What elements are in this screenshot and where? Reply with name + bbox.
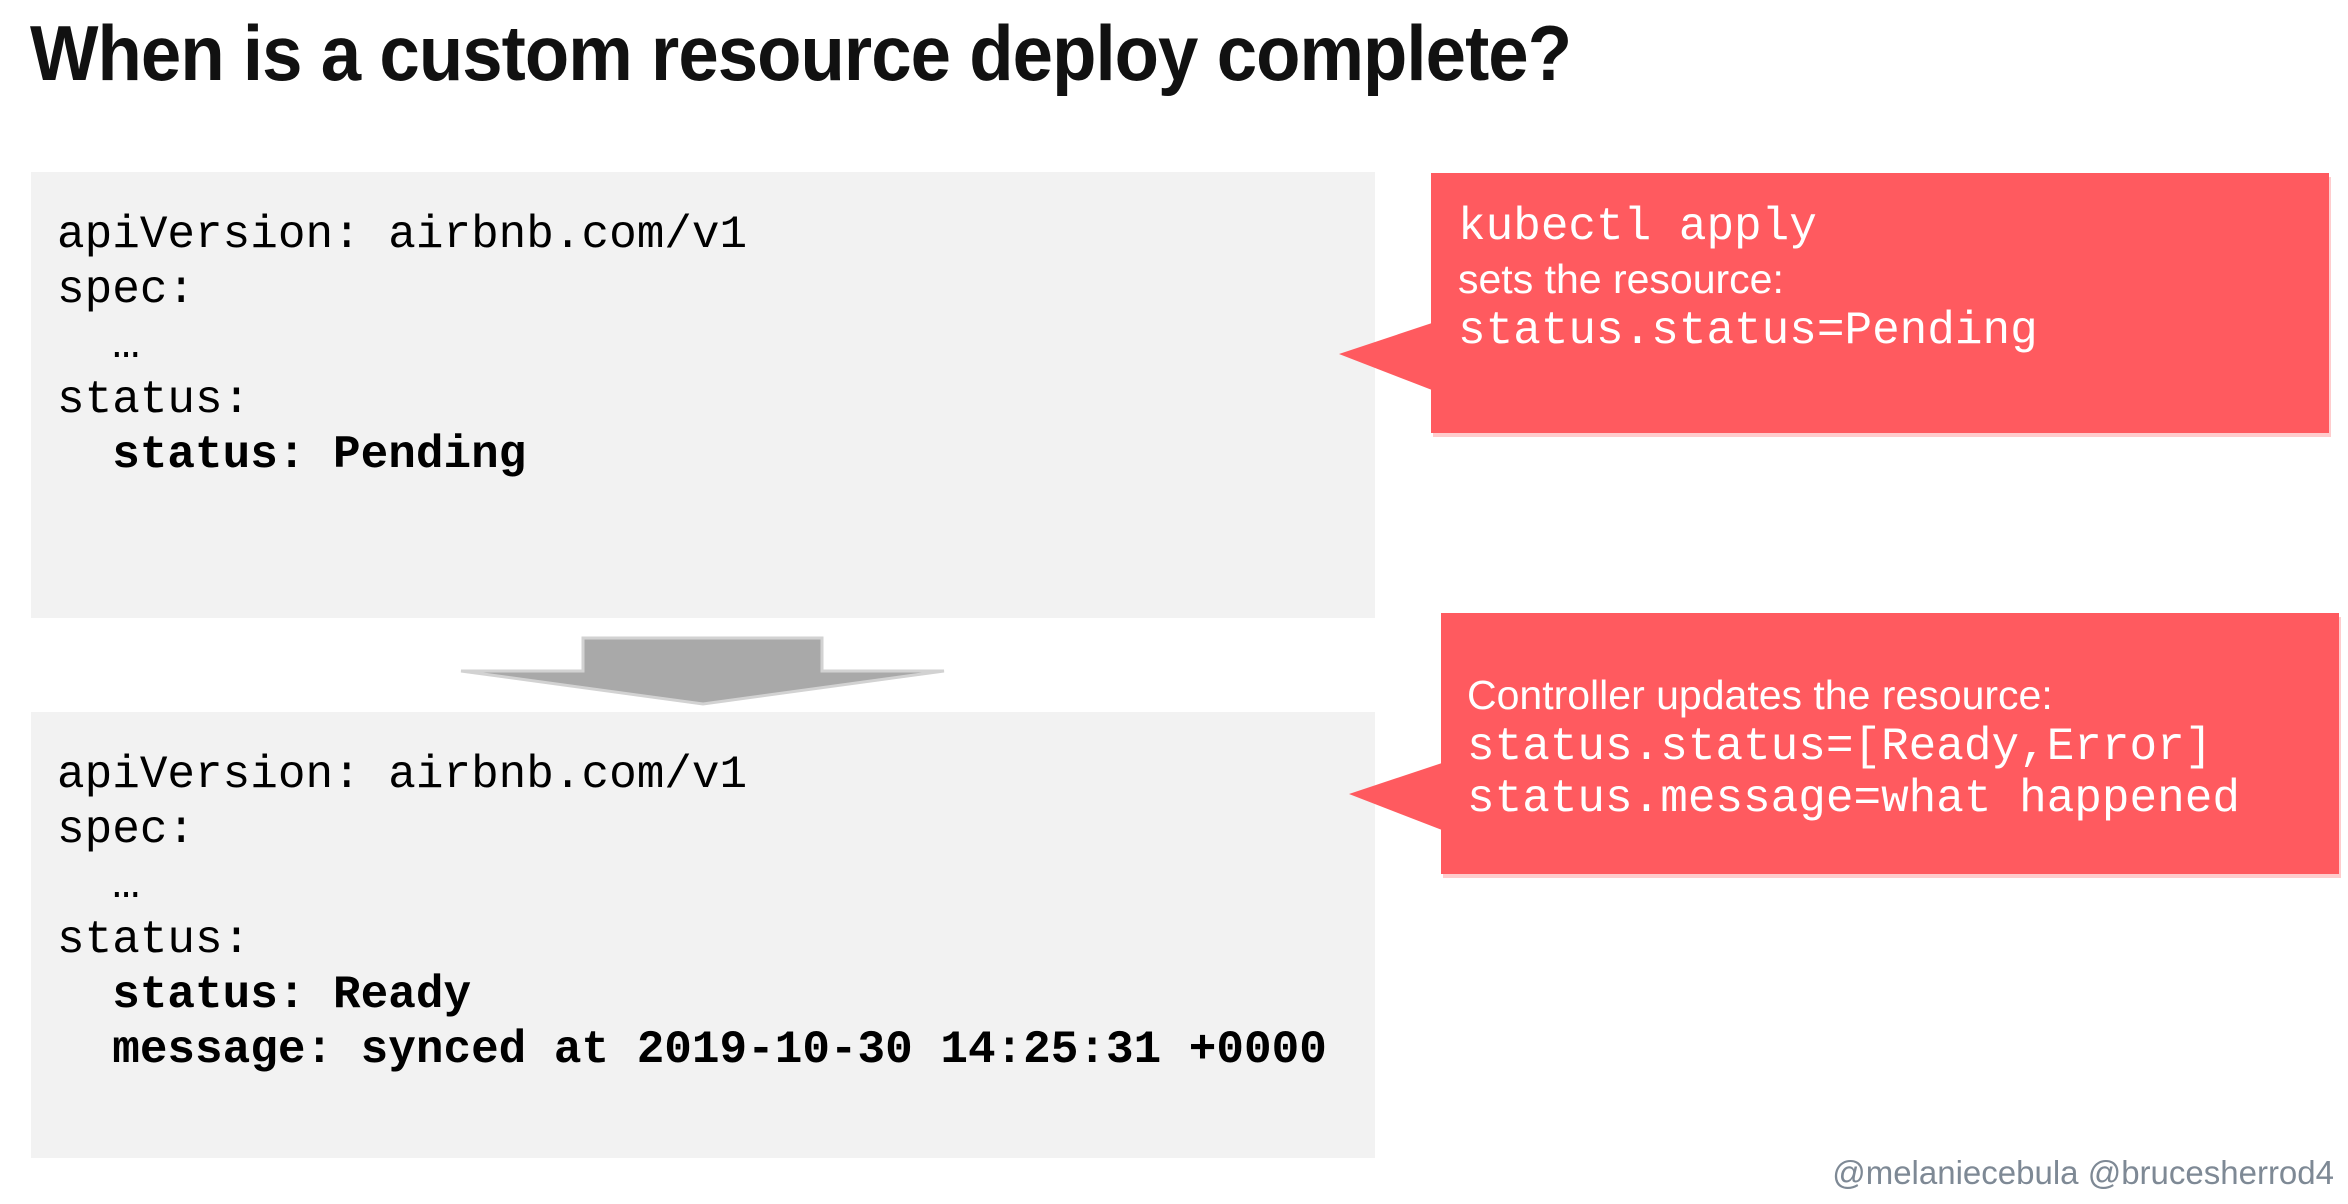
code-line: spec: [57, 804, 196, 856]
page-title: When is a custom resource deploy complet… [30, 9, 1572, 97]
callout-line: Controller updates the resource: [1467, 672, 2053, 718]
code-block-ready: apiVersion: airbnb.com/v1 spec: … status… [31, 712, 1375, 1158]
callout-controller-updates: Controller updates the resource: status.… [1349, 613, 2339, 874]
code-line: apiVersion: airbnb.com/v1 [57, 209, 748, 261]
footer-handles: @melaniecebula @brucesherrod4 [1832, 1154, 2334, 1191]
code-line: status: Ready [57, 969, 472, 1021]
code-line: apiVersion: airbnb.com/v1 [57, 749, 748, 801]
callout-line: status.status=Pending [1458, 305, 2038, 357]
code-line: status: [57, 914, 251, 966]
code-block-pending: apiVersion: airbnb.com/v1 spec: … status… [31, 172, 1375, 618]
callout-kubectl-apply: kubectl apply sets the resource: status.… [1339, 173, 2329, 433]
callout-line: sets the resource: [1458, 256, 1784, 302]
down-arrow-icon [460, 636, 945, 706]
code-line: status: Pending [57, 429, 527, 481]
callout-line: kubectl apply [1458, 201, 1817, 253]
code-line: spec: [57, 264, 196, 316]
callout-pointer-icon [1349, 763, 1442, 830]
callout-line: status.status=[Ready,Error] [1467, 721, 2213, 773]
code-line: message: synced at 2019-10-30 14:25:31 +… [57, 1024, 1327, 1076]
code-line: status: [57, 374, 251, 426]
code-line: … [57, 859, 140, 911]
callout-pointer-icon [1339, 323, 1432, 390]
callout-line: status.message=what happened [1467, 773, 2240, 825]
code-line: … [57, 319, 140, 371]
